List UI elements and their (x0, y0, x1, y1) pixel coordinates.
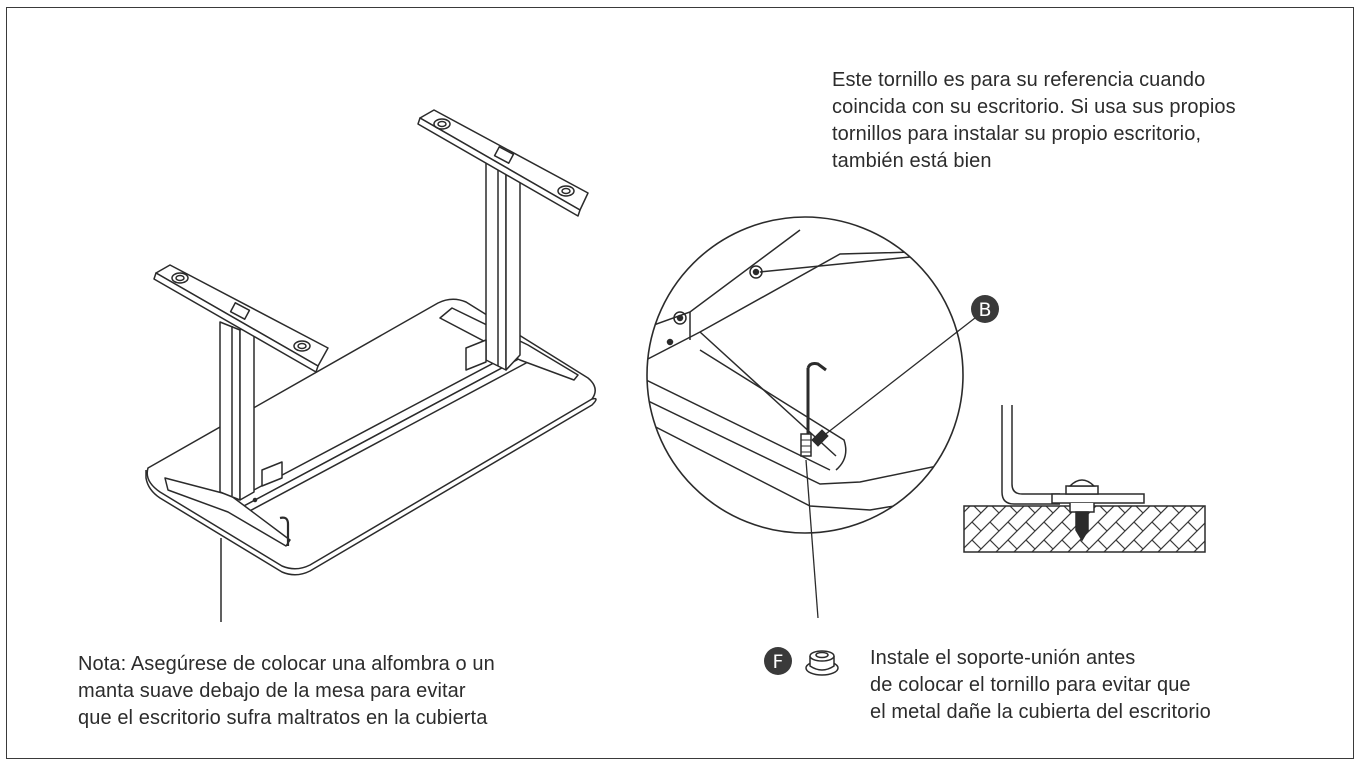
bushing-badge: F (764, 647, 792, 675)
back-foot (417, 109, 589, 217)
note-line: tornillos para instalar su propio escrit… (832, 123, 1202, 145)
desk-assembly (145, 109, 597, 576)
note-line: Nota: Asegúrese de colocar una alfombra … (78, 653, 495, 675)
bushing-label: F (773, 651, 784, 673)
screw-reference-note: Este tornillo es para su referencia cuan… (832, 67, 1236, 175)
soft-mat-note: Nota: Asegúrese de colocar una alfombra … (78, 651, 495, 732)
note-line: Este tornillo es para su referencia cuan… (832, 69, 1206, 91)
note-line: manta suave debajo de la mesa para evita… (78, 680, 466, 702)
screw-leader-line (817, 317, 976, 441)
note-line: coincida con su escritorio. Si usa sus p… (832, 96, 1236, 118)
front-leg (219, 321, 283, 501)
note-line: también está bien (832, 150, 992, 172)
bushing-icon (805, 650, 839, 676)
detail-zoom (646, 216, 976, 619)
front-foot (153, 264, 329, 373)
note-line: el metal dañe la cubierta del escritorio (870, 701, 1211, 723)
note-line: Instale el soporte-unión antes (870, 647, 1136, 669)
install-bushing-note: Instale el soporte-unión antes de coloca… (870, 645, 1211, 726)
note-line: que el escritorio sufra maltratos en la … (78, 707, 488, 729)
diagram-frame (6, 7, 1354, 759)
cross-section-diagram (963, 405, 1206, 553)
bushing-leader-line (805, 459, 819, 619)
note-line: de colocar el tornillo para evitar que (870, 674, 1191, 696)
screw-label: B (978, 299, 991, 321)
screw-badge: B (971, 295, 999, 323)
